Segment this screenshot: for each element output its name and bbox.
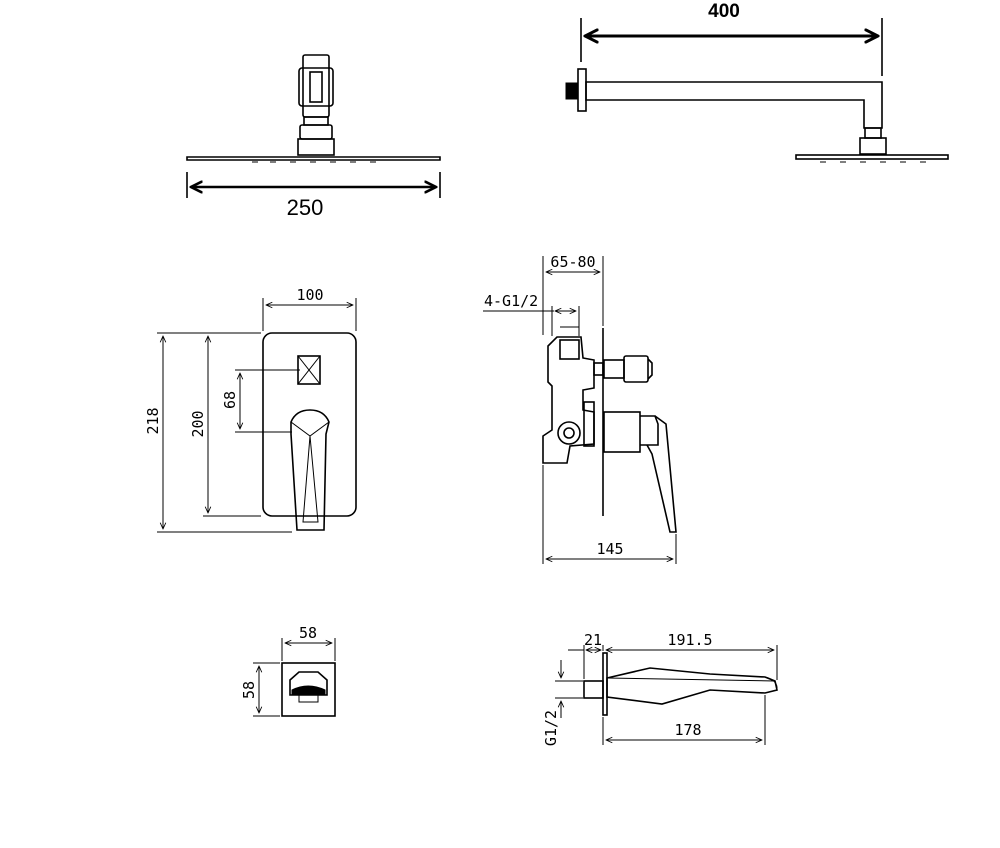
shower-head-front-view: 250 [186, 54, 441, 220]
dim-400-label: 400 [708, 1, 740, 22]
thread-4-g12-label: 4-G1/2 [484, 292, 538, 310]
dim-68-label: 68 [221, 391, 239, 409]
dim-100-label: 100 [296, 286, 323, 304]
mixer-front-view: 100 218 200 68 [144, 286, 357, 533]
dim-191-5-label: 191.5 [667, 631, 712, 649]
dim-65-80-label: 65-80 [550, 253, 595, 271]
spout-front-view: 58 58 [240, 624, 336, 717]
dim-200-label: 200 [189, 410, 207, 437]
dim-58-width-label: 58 [299, 624, 317, 642]
dim-21-label: 21 [584, 631, 602, 649]
dim-218-label: 218 [144, 407, 162, 434]
dim-145-label: 145 [596, 540, 623, 558]
dim-58-height-label: 58 [240, 681, 258, 699]
dim-250-label: 250 [287, 195, 324, 220]
shower-arm-side-view: 400 [565, 1, 949, 163]
dim-178-label: 178 [674, 721, 701, 739]
thread-g12-label: G1/2 [542, 710, 560, 746]
mixer-side-view: 65-80 4-G1/2 145 [483, 253, 677, 564]
spout-side-view: 21 191.5 178 G1/2 [542, 631, 778, 746]
